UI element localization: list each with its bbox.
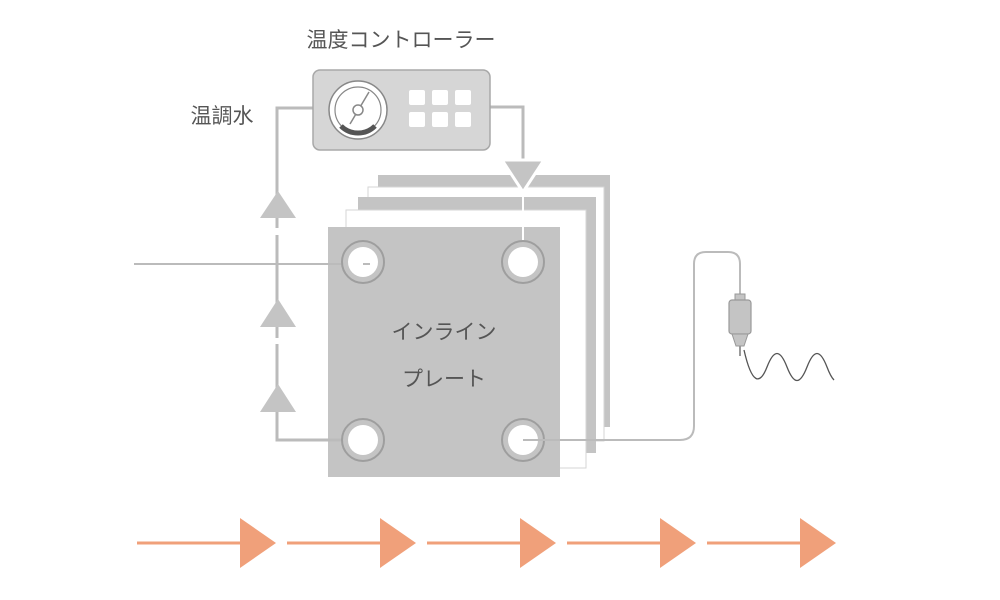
water-label: 温調水 bbox=[191, 104, 254, 128]
controller-label: 温度コントローラー bbox=[307, 28, 496, 52]
temperature-controller bbox=[312, 69, 491, 151]
sensor-cable bbox=[523, 251, 741, 441]
flow-arrow-head-5 bbox=[800, 518, 836, 568]
port-bottom-left bbox=[341, 418, 385, 462]
sensor-probe-icon bbox=[728, 293, 752, 356]
supply-water-line bbox=[490, 105, 525, 162]
keypad-grid-icon bbox=[409, 90, 471, 127]
return-water-line bbox=[275, 106, 342, 442]
plate-label-line2: プレート bbox=[402, 367, 486, 391]
flow-up-arrow-2 bbox=[260, 299, 296, 327]
port-top-right bbox=[501, 240, 545, 284]
flow-arrow-head-1 bbox=[240, 518, 276, 568]
line-gap-1 bbox=[270, 228, 284, 235]
flow-arrow-head-4 bbox=[660, 518, 696, 568]
flow-up-arrow-3 bbox=[260, 384, 296, 412]
line-gap-2 bbox=[270, 338, 284, 344]
flow-arrow-head-3 bbox=[520, 518, 556, 568]
supply-down-arrow bbox=[499, 158, 547, 195]
gauge-dial-icon bbox=[328, 80, 388, 140]
port-top-left bbox=[341, 240, 385, 284]
flow-up-arrow-1 bbox=[260, 191, 296, 218]
sine-wave-icon bbox=[743, 349, 835, 382]
flow-arrows bbox=[137, 518, 836, 568]
flow-arrow-head-2 bbox=[380, 518, 416, 568]
plate-label-line1: インライン bbox=[392, 320, 497, 344]
